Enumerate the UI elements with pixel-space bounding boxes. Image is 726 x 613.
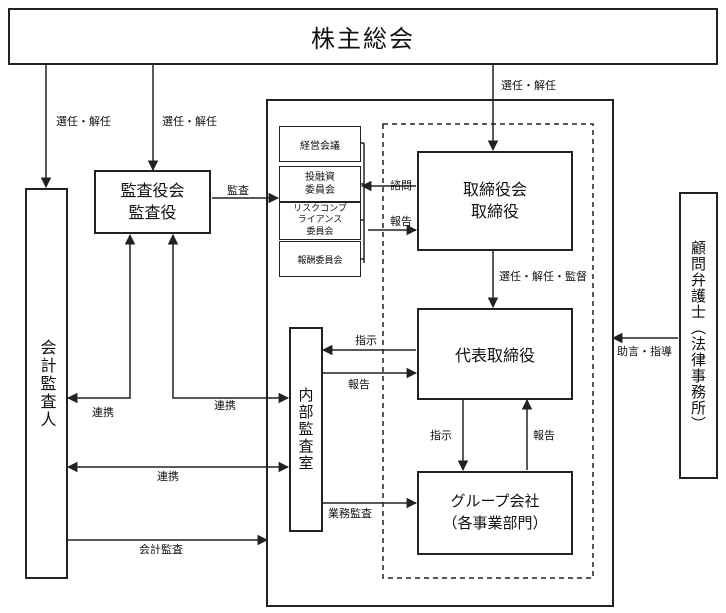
shareholders-meeting-label: 株主総会 bbox=[311, 25, 415, 53]
label-elect-board: 選任・解任 bbox=[501, 79, 556, 92]
risk-compliance-committee-label: リスクコンプ ライアンス 委員会 bbox=[293, 204, 347, 237]
risk-compliance-committee-box: リスクコンプ ライアンス 委員会 bbox=[279, 202, 361, 240]
label-audit: 監査 bbox=[227, 184, 249, 197]
legal-advisor-box: 顧問弁護士（法律事務所） bbox=[679, 192, 718, 479]
investment-committee-box: 投融資 委員会 bbox=[279, 166, 361, 202]
audit-board-box: 監査役会 監査役 bbox=[94, 170, 211, 234]
board-scope-dashed bbox=[382, 123, 594, 579]
label-report-group: 報告 bbox=[533, 429, 555, 442]
label-elect-supervise: 選任・解任・監督 bbox=[499, 270, 587, 283]
group-companies-box: グループ会社 （各事業部門） bbox=[417, 471, 573, 555]
accounting-auditor-label: 会計監査人 bbox=[37, 338, 57, 429]
compensation-committee-box: 報酬委員会 bbox=[279, 241, 361, 277]
label-report-internal-audit: 報告 bbox=[348, 378, 370, 391]
internal-audit-label: 内部監査室 bbox=[296, 387, 315, 472]
internal-audit-box: 内部監査室 bbox=[289, 327, 323, 532]
management-meeting-label: 経営会議 bbox=[300, 140, 340, 152]
label-operational-audit: 業務監査 bbox=[328, 507, 372, 520]
label-instruct-internal-audit: 指示 bbox=[355, 334, 377, 347]
board-of-directors-box: 取締役会 取締役 bbox=[417, 151, 573, 251]
accounting-auditor-box: 会計監査人 bbox=[25, 188, 68, 579]
board-of-directors-label: 取締役会 取締役 bbox=[462, 179, 527, 221]
label-consult: 諮問 bbox=[390, 179, 412, 192]
label-elect-audit-board: 選任・解任 bbox=[162, 115, 217, 128]
audit-board-label: 監査役会 監査役 bbox=[120, 181, 185, 222]
investment-committee-label: 投融資 委員会 bbox=[305, 172, 335, 196]
management-meeting-box: 経営会議 bbox=[279, 126, 361, 162]
representative-director-box: 代表取締役 bbox=[417, 308, 573, 400]
label-report-board: 報告 bbox=[390, 215, 412, 228]
shareholders-meeting-box: 株主総会 bbox=[8, 8, 718, 65]
label-cooperation-left: 連携 bbox=[92, 406, 114, 419]
label-advice-guidance: 助言・指導 bbox=[617, 345, 672, 358]
label-cooperation-bottom: 連携 bbox=[157, 470, 179, 483]
label-instruct-group: 指示 bbox=[430, 429, 452, 442]
label-elect-auditor: 選任・解任 bbox=[56, 115, 111, 128]
legal-advisor-label: 顧問弁護士（法律事務所） bbox=[689, 239, 707, 432]
label-accounting-audit: 会計監査 bbox=[139, 543, 183, 556]
label-cooperation-mid: 連携 bbox=[214, 399, 236, 412]
compensation-committee-label: 報酬委員会 bbox=[297, 255, 343, 266]
representative-director-label: 代表取締役 bbox=[454, 346, 535, 365]
group-companies-label: グループ会社 （各事業部門） bbox=[442, 492, 548, 532]
